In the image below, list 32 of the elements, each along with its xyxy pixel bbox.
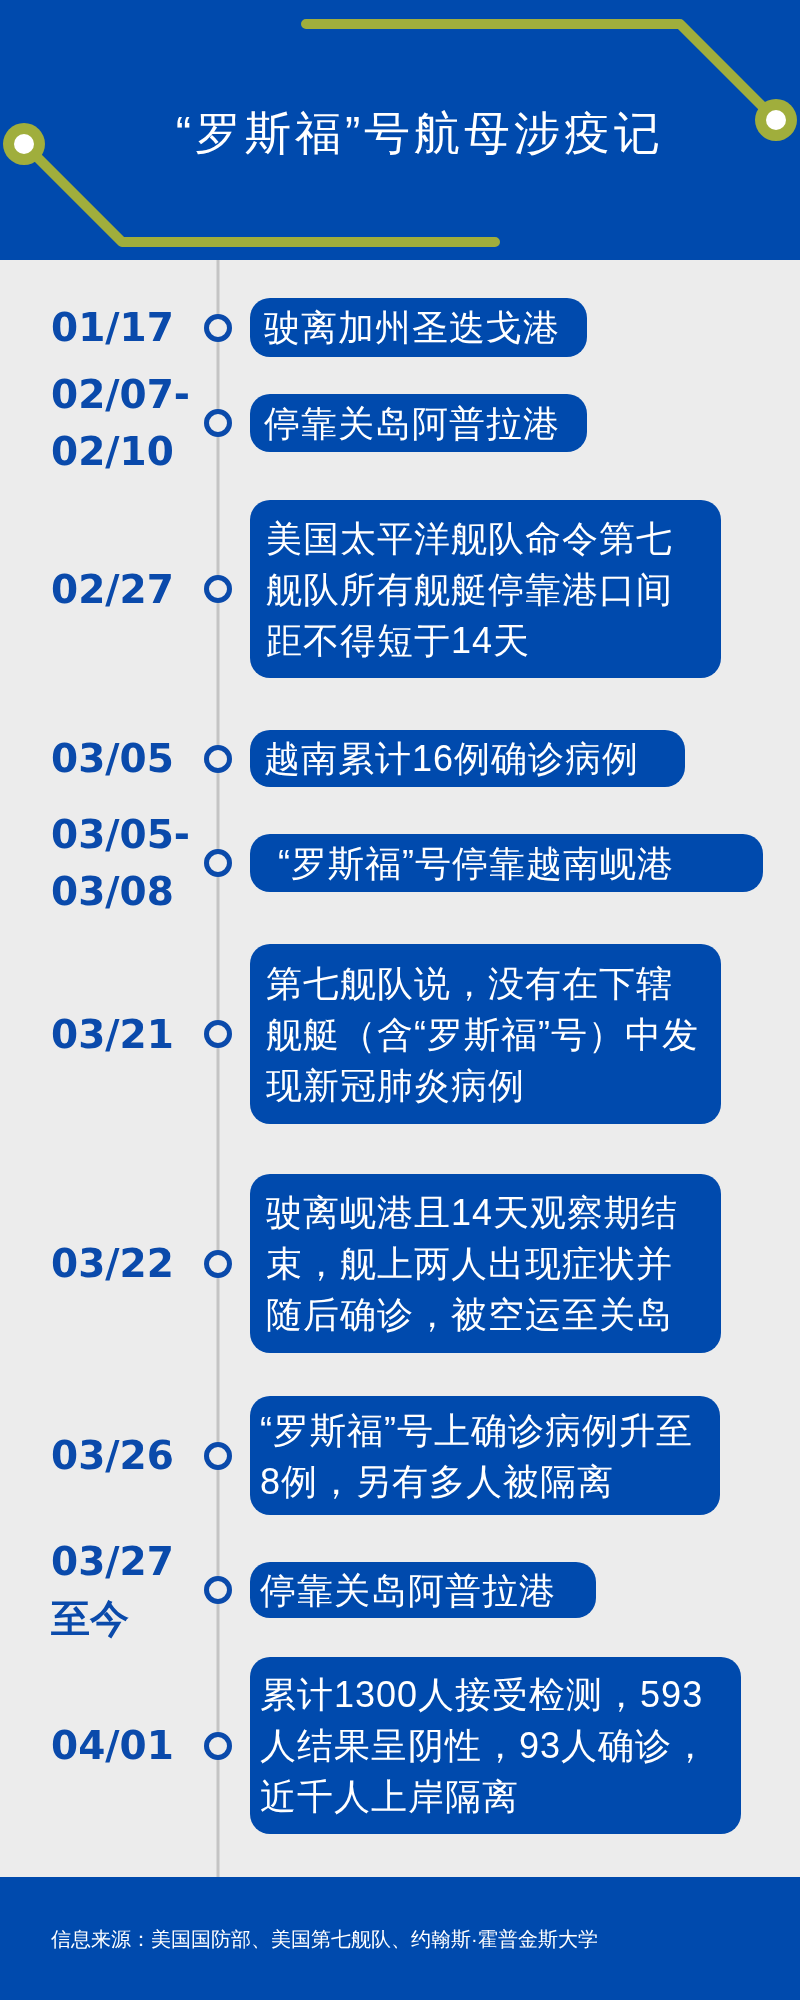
event-text: 驶离加州圣迭戈港 xyxy=(264,306,561,350)
event-text: “罗斯福”号上确诊病例升至8例，另有多人被隔离 xyxy=(260,1408,694,1504)
event-text: 第七舰队说，没有在下辖舰艇（含“罗斯福”号）中发现新冠肺炎病例 xyxy=(266,961,700,1108)
event-box xyxy=(250,944,721,1124)
event-text: 美国太平洋舰队命令第七舰队所有舰艇停靠港口间距不得短于14天 xyxy=(266,516,674,663)
event-box xyxy=(250,730,685,787)
event-box xyxy=(250,834,763,892)
date-label: 04/01 xyxy=(51,1722,174,1770)
event-box xyxy=(250,1396,720,1515)
date-label: 03/26 xyxy=(51,1432,174,1480)
event-box xyxy=(250,1562,596,1618)
date-label: 03/05 xyxy=(51,735,174,783)
event-text: 停靠关岛阿普拉港 xyxy=(264,401,561,446)
event-box xyxy=(250,394,587,452)
source-note: 信息来源：美国国防部、美国第七舰队、约翰斯·霍普金斯大学 xyxy=(51,1926,599,1952)
date-label: 02/27 xyxy=(51,565,174,614)
title: “罗斯福”号航母涉疫记 xyxy=(175,106,665,160)
event-text: “罗斯福”号停靠越南岘港 xyxy=(278,841,675,886)
event-box xyxy=(250,500,721,678)
date-label: 03/21 xyxy=(51,1010,174,1059)
date-label: 02/07- 02/10 xyxy=(51,371,191,476)
date-label: 01/17 xyxy=(51,304,174,352)
date-label: 03/27 至今 xyxy=(51,1538,175,1643)
event-box xyxy=(250,1657,741,1834)
event-text: 累计1300人接受检测，593人结果呈阴性，93人确诊，近千人上岸隔离 xyxy=(260,1673,711,1819)
event-box xyxy=(250,1174,721,1353)
date-label: 03/05- 03/08 xyxy=(51,811,191,916)
date-label: 03/22 xyxy=(51,1240,174,1288)
event-text: 驶离岘港且14天观察期结束，舰上两人出现症状并随后确诊，被空运至关岛 xyxy=(266,1191,680,1337)
event-text: 停靠关岛阿普拉港 xyxy=(260,1568,557,1613)
event-text: 越南累计16例确诊病例 xyxy=(264,737,641,781)
event-box xyxy=(250,298,587,357)
